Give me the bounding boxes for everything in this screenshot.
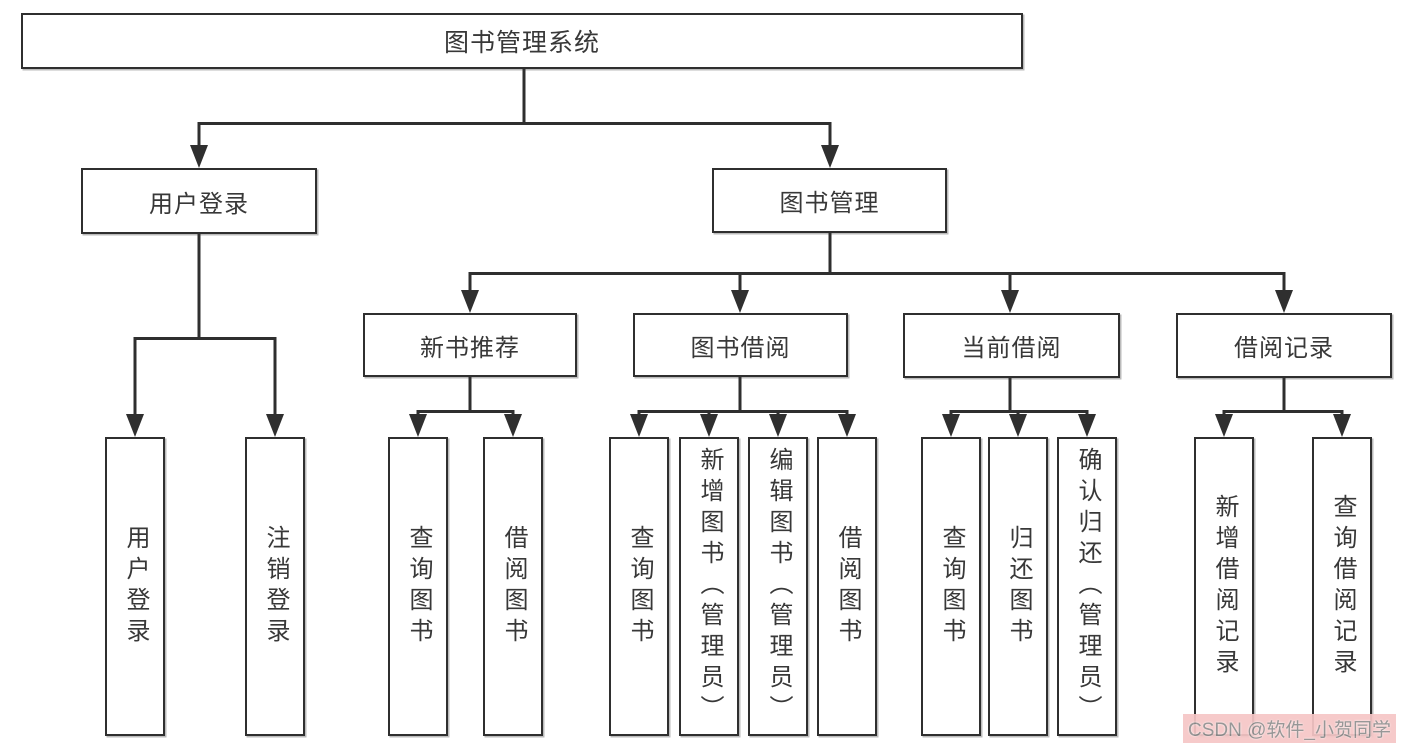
leaf-add-borrow-record-label: 新增借阅记录: [1211, 493, 1238, 680]
leaf-add-borrow-record: 新增借阅记录: [1194, 437, 1254, 736]
leaf-query-borrow-record: 查询借阅记录: [1312, 437, 1372, 736]
leaf-borrow-book-recommend-label: 借阅图书: [500, 524, 527, 649]
node-root-label: 图书管理系统: [443, 29, 600, 57]
leaf-confirm-return-admin: 确认归还（管理员）: [1057, 437, 1117, 736]
leaf-borrow-book-recommend: 借阅图书: [483, 437, 543, 736]
leaf-query-book-recommend-label: 查询图书: [405, 524, 432, 649]
leaf-query-book-recommend: 查询图书: [388, 437, 448, 736]
leaf-add-book-admin-label: 新增图书（管理员）: [696, 447, 723, 726]
leaf-return-book-label: 归还图书: [1005, 524, 1032, 649]
node-book-management-label: 图书管理: [779, 190, 880, 217]
leaf-borrow-book: 借阅图书: [817, 437, 877, 736]
node-borrow-records: 借阅记录: [1176, 313, 1392, 378]
leaf-edit-book-admin-label: 编辑图书（管理员）: [765, 447, 792, 726]
leaf-logout-label: 注销登录: [262, 524, 289, 649]
node-user-login-label: 用户登录: [149, 190, 249, 218]
node-root: 图书管理系统: [21, 13, 1023, 69]
node-current-borrow: 当前借阅: [903, 313, 1120, 378]
leaf-logout: 注销登录: [245, 437, 305, 736]
leaf-query-book-borrow-label: 查询图书: [626, 524, 653, 649]
leaf-user-login: 用户登录: [105, 437, 165, 736]
node-borrow-records-label: 借阅记录: [1234, 335, 1334, 362]
leaf-return-book: 归还图书: [988, 437, 1048, 736]
node-current-borrow-label: 当前借阅: [961, 335, 1062, 362]
node-user-login: 用户登录: [81, 168, 317, 234]
leaf-edit-book-admin: 编辑图书（管理员）: [748, 437, 808, 736]
leaf-user-login-label: 用户登录: [122, 524, 149, 649]
node-book-management: 图书管理: [712, 168, 947, 233]
arrowheads: [126, 145, 1351, 437]
leaf-confirm-return-admin-label: 确认归还（管理员）: [1074, 447, 1101, 726]
csdn-watermark: CSDN @软件_小贺同学: [1183, 714, 1396, 743]
node-new-book-recommend: 新书推荐: [363, 313, 577, 377]
node-book-borrow: 图书借阅: [633, 313, 848, 377]
leaf-query-borrow-record-label: 查询借阅记录: [1329, 493, 1356, 680]
leaf-query-book-current: 查询图书: [921, 437, 981, 736]
leaf-add-book-admin: 新增图书（管理员）: [679, 437, 739, 736]
leaf-query-book-current-label: 查询图书: [938, 524, 965, 649]
node-new-book-recommend-label: 新书推荐: [420, 334, 520, 362]
leaf-query-book-borrow: 查询图书: [609, 437, 669, 736]
leaf-borrow-book-label: 借阅图书: [834, 524, 861, 649]
csdn-watermark-text: CSDN @软件_小贺同学: [1188, 720, 1391, 741]
node-book-borrow-label: 图书借阅: [690, 334, 791, 362]
